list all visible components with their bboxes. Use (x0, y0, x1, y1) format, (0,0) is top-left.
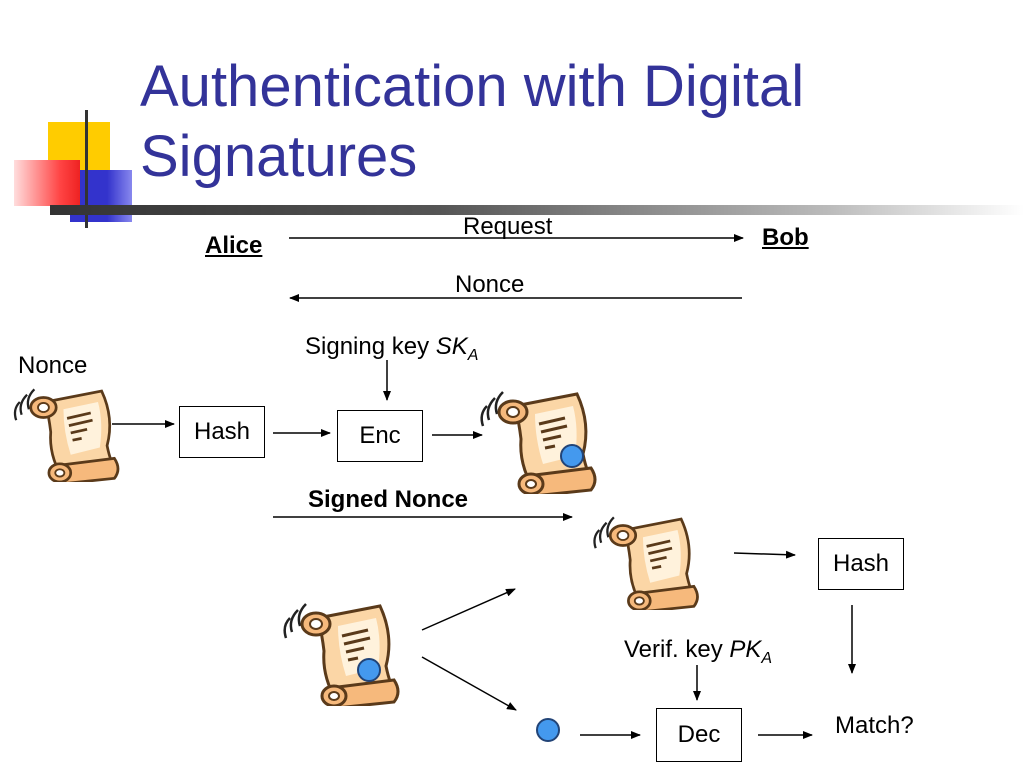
verif-key-label: Verif. key PKA (624, 636, 772, 673)
signing-key-sub: A (467, 346, 479, 364)
deco-red-square (14, 160, 80, 206)
scroll-document-icon (480, 390, 597, 494)
bob-label: Bob (762, 224, 809, 251)
nonce-label: Nonce (18, 352, 88, 379)
nonce-message-label: Nonce (455, 271, 525, 298)
verif-key-var: PK (729, 636, 762, 663)
scroll-document-icon (593, 515, 699, 610)
document-to-hash-arrow (733, 550, 796, 559)
signing-key-label: Signing key SKA (305, 333, 478, 370)
alice-label: Alice (205, 232, 263, 259)
signing-key-var: SK (435, 333, 468, 360)
signing-key-text: Signing key (305, 333, 436, 360)
title-line-1: Authentication with Digital (140, 54, 805, 119)
signature-seal-icon (536, 718, 560, 742)
scroll-document-icon (13, 387, 120, 482)
match-label: Match? (835, 712, 914, 739)
split-to-document-arrow (421, 588, 516, 631)
request-label: Request (463, 213, 553, 240)
dec-box: Dec (656, 708, 742, 762)
deco-vertical-line (85, 110, 88, 228)
scroll-document-icon (283, 602, 400, 706)
verif-key-sub: A (761, 649, 773, 667)
signature-seal-icon (357, 658, 381, 682)
signed-nonce-label: Signed Nonce (308, 486, 469, 513)
hash-box-signing: Hash (179, 406, 265, 458)
title-underline-bar (50, 205, 1024, 215)
signature-seal-icon (560, 444, 584, 468)
enc-box: Enc (337, 410, 423, 462)
page-title: Authentication with Digital Signatures (140, 52, 1000, 192)
title-line-2: Signatures (140, 124, 418, 189)
split-to-signature-arrow (421, 656, 517, 711)
verif-key-text: Verif. key (624, 636, 730, 663)
hash-box-verify: Hash (818, 538, 904, 590)
